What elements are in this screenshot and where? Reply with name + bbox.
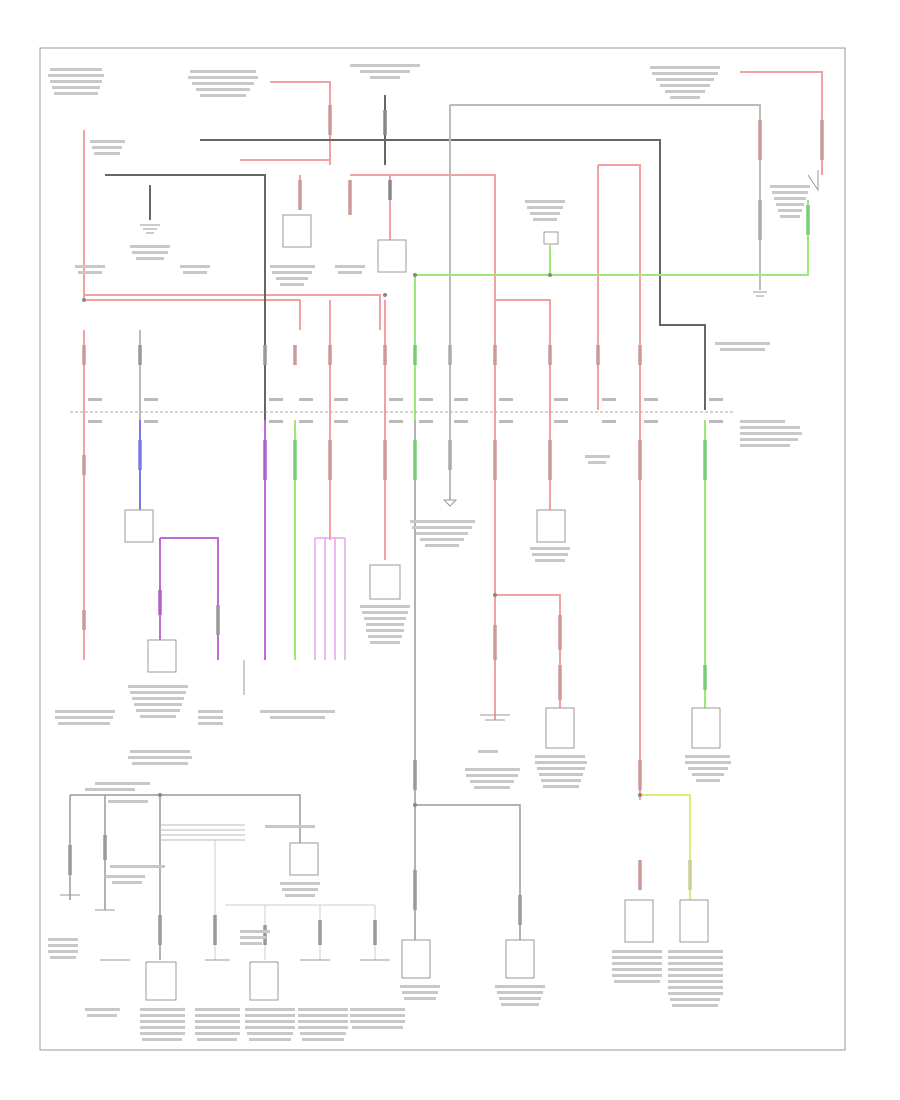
component-box xyxy=(147,639,177,673)
wire-purple xyxy=(314,537,346,660)
component-boxes xyxy=(124,214,721,1001)
wire-red xyxy=(270,81,331,165)
component-box xyxy=(377,239,407,273)
label-clusters xyxy=(48,64,810,1041)
component-box xyxy=(679,899,709,943)
component-box xyxy=(545,707,575,749)
diagram-border xyxy=(39,47,846,1051)
wires xyxy=(69,71,823,960)
component-box xyxy=(624,899,654,943)
component-box xyxy=(369,564,401,600)
wire-green xyxy=(415,200,809,276)
junction-dots xyxy=(82,273,642,807)
wire-red xyxy=(740,71,823,175)
wire-red xyxy=(84,294,381,330)
component-box xyxy=(124,509,154,543)
wire-grey xyxy=(414,420,521,940)
wire-black xyxy=(105,174,266,660)
component-box xyxy=(249,961,279,1001)
component-box xyxy=(282,214,312,248)
wire-grey xyxy=(160,824,245,841)
component-box xyxy=(505,939,535,979)
component-box xyxy=(145,961,177,1001)
wire-green xyxy=(640,794,691,910)
wire-black xyxy=(450,104,761,290)
wire-grey xyxy=(70,794,301,845)
wire-red xyxy=(598,164,641,410)
connector-markers xyxy=(68,105,824,945)
component-box xyxy=(401,939,431,979)
wire-black xyxy=(200,139,706,410)
component-box xyxy=(289,842,319,876)
component-box xyxy=(536,509,566,543)
component-box xyxy=(691,707,721,749)
connector-ticks xyxy=(88,398,723,423)
wire-red xyxy=(495,594,561,720)
ground-symbols xyxy=(60,170,819,961)
